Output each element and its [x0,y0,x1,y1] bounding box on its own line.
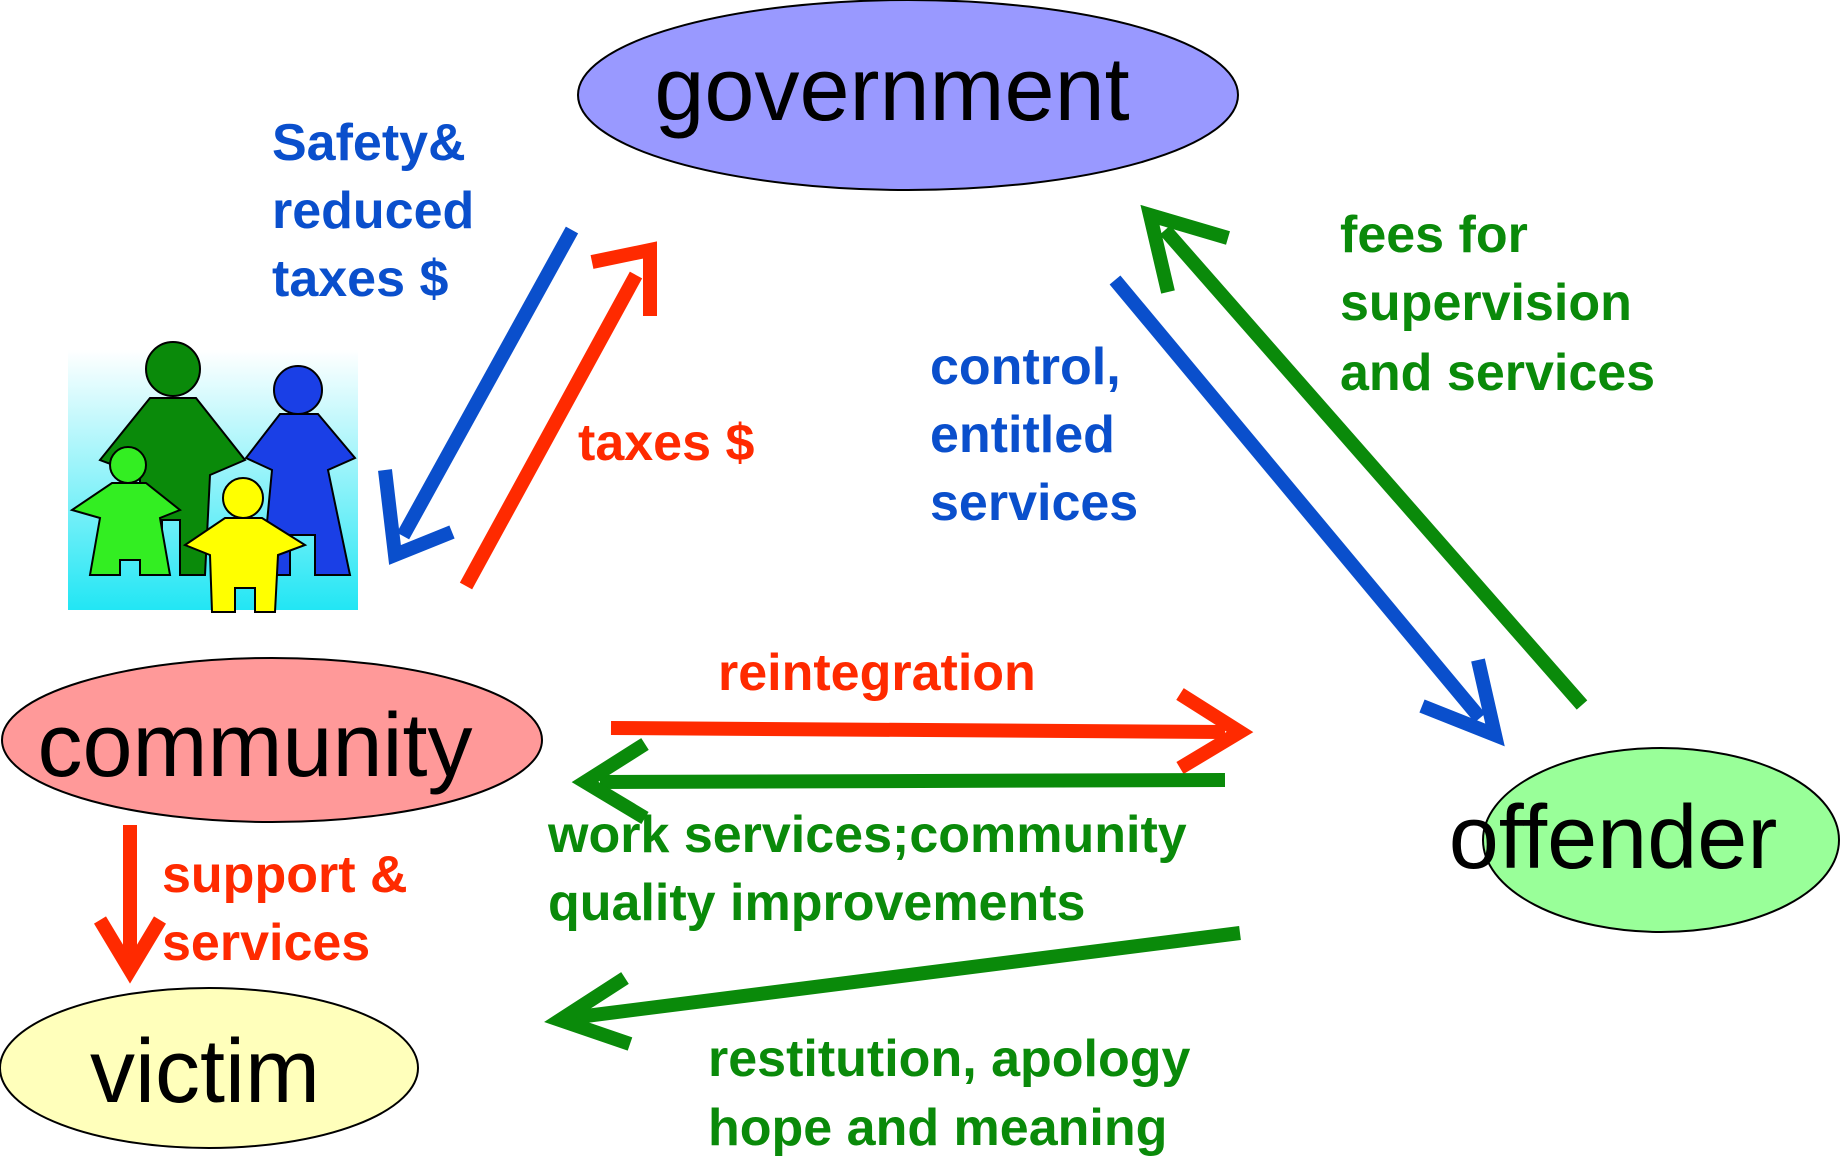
community-node: community [1,657,543,823]
flow-label-offender-to-community: work services;community quality improvem… [547,806,1201,932]
arrow-community-to-gov [459,241,657,590]
green-adult-figure [98,341,247,576]
flow-label-gov-to-community: Safety& reduced taxes $ [272,114,489,308]
yellow-child-figure [182,477,308,613]
arrow-gov-to-community [378,226,579,565]
green-child-figure [69,446,182,576]
offender-ellipse [1482,747,1840,933]
community-label: community [37,696,472,796]
flow-line: restitution, apology [708,1030,1191,1088]
government-node: government [577,0,1239,191]
flow-label-community-to-victim: support & services [162,846,422,972]
family-icon [68,341,358,613]
flow-line: reintegration [718,644,1036,702]
arrow-offender-to-gov [1140,204,1588,710]
victim-node: victim [0,987,419,1149]
flow-line: supervision [1340,274,1632,332]
flow-label-community-to-gov: taxes $ [578,414,754,472]
victim-ellipse [0,987,419,1149]
flow-line: control, [930,338,1121,396]
community-ellipse [1,657,543,823]
flow-line: quality improvements [548,874,1085,932]
flow-line: work services;community [547,806,1187,864]
flow-line: taxes $ [272,250,448,308]
arrow-offender-to-victim [544,926,1241,1051]
flow-label-community-to-offender: reintegration [718,644,1036,702]
flow-label-gov-to-offender: control, entitled services [930,338,1138,532]
flow-line: Safety& [272,114,466,172]
flow-line: support & [162,846,408,904]
victim-label: victim [90,1022,320,1122]
flow-line: services [930,474,1138,532]
offender-label: offender [1449,788,1778,888]
arrow-offender-to-community [571,738,1226,825]
government-label: government [654,40,1129,140]
flow-line: hope and meaning [708,1099,1167,1157]
arrow-gov-to-offender [1109,275,1505,747]
flow-line: fees for [1340,206,1528,264]
offender-node: offender [1449,747,1840,933]
arrow-community-to-victim [93,825,167,984]
flow-label-offender-to-gov: fees for supervision and services [1340,206,1655,402]
flow-label-offender-to-victim: restitution, apology hope and meaning [708,1030,1205,1157]
arrow-community-to-offender [610,688,1254,775]
flow-line: services [162,914,370,972]
flow-line: taxes $ [578,414,754,472]
flow-line: reduced [272,182,474,240]
government-ellipse [577,0,1239,191]
flow-line: and services [1340,344,1655,402]
flow-line: entitled [930,406,1115,464]
